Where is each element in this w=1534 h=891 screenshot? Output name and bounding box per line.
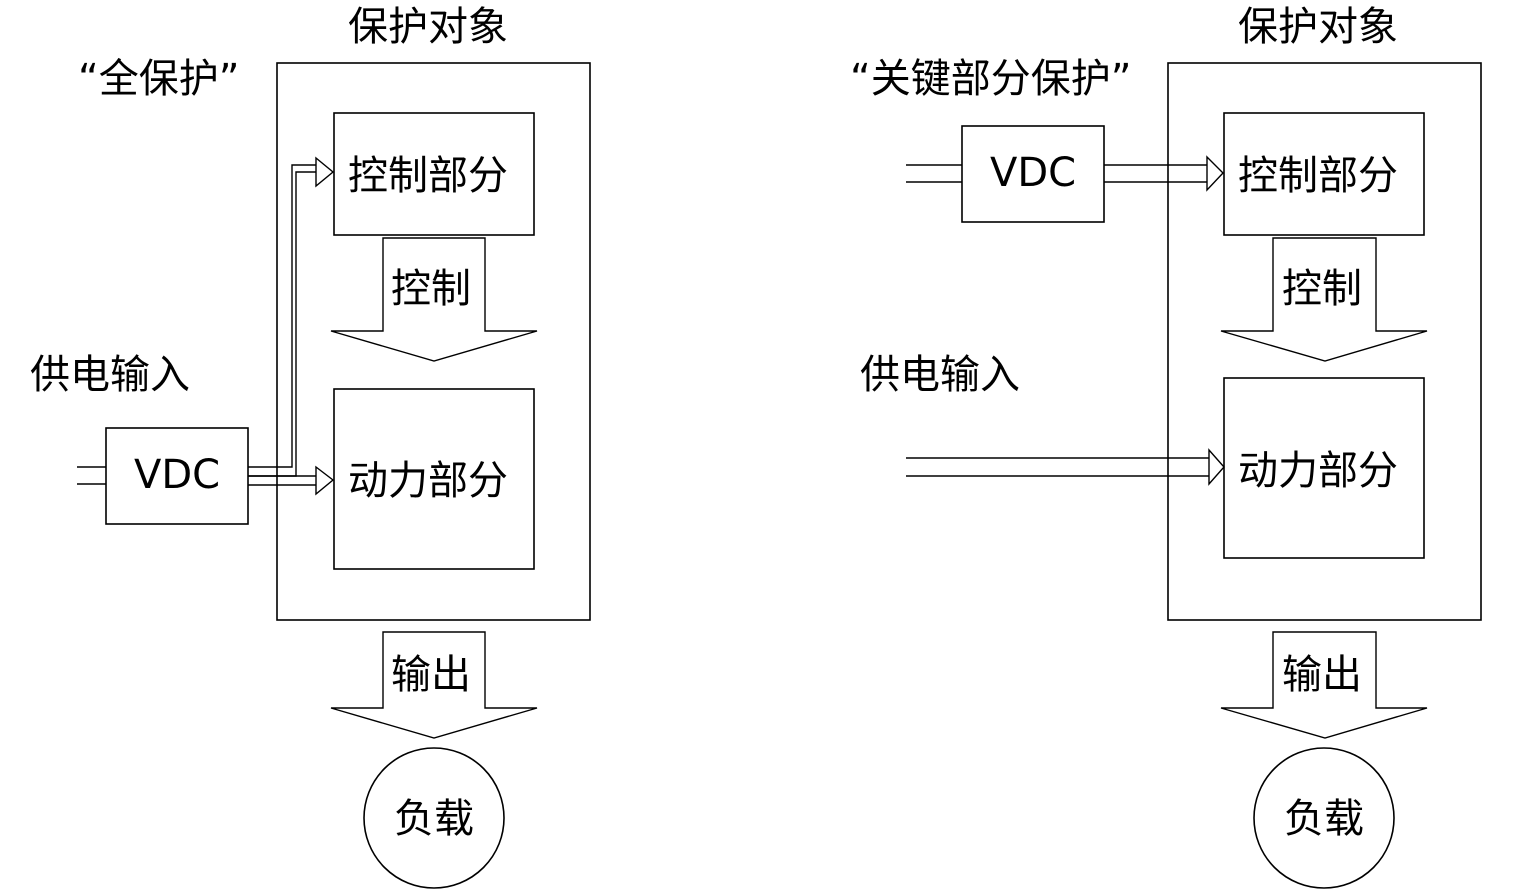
left-control-arrow-label: 控制 [391, 266, 471, 312]
right-feed-control-arrowhead [1206, 155, 1224, 192]
left-output-arrow [330, 631, 538, 739]
left-power-part-label: 动力部分 [348, 458, 508, 504]
left-mode-label: “全保护” [78, 56, 239, 102]
right-power-part-label: 动力部分 [1238, 448, 1398, 494]
right-output-arrow [1220, 631, 1428, 739]
right-control-arrow-label: 控制 [1282, 266, 1362, 312]
left-feed-control-outer [248, 164, 316, 468]
right-load-circle [1253, 747, 1395, 889]
left-vdc-box [105, 427, 249, 525]
left-control-part-label: 控制部分 [348, 153, 508, 199]
right-protected-object-label: 保护对象 [1238, 4, 1398, 50]
left-control-part-box [333, 112, 535, 236]
left-power-part-box [333, 388, 535, 570]
left-feed-control-arrowhead [315, 156, 335, 188]
right-vdc-box [961, 125, 1105, 223]
left-load-circle [363, 747, 505, 889]
left-feed-power-arrowhead [315, 465, 335, 496]
right-panel-key-protection: “关键部分保护” 保护对象 控制部分 控制 动力部分 VDC 供电输入 输出 负… [850, 4, 1482, 889]
left-power-input-label: 供电输入 [30, 352, 190, 398]
right-load-label: 负载 [1284, 796, 1364, 842]
right-control-part-box [1223, 112, 1425, 236]
left-output-arrow-label: 输出 [391, 652, 471, 698]
right-power-input-label: 供电输入 [860, 352, 1020, 398]
right-power-part-box [1223, 377, 1425, 559]
right-output-arrow-label: 输出 [1282, 652, 1362, 698]
right-feed-power-arrowhead [1208, 448, 1225, 486]
left-vdc-label: VDC [134, 452, 220, 498]
right-vdc-label: VDC [990, 150, 1076, 196]
right-mode-label: “关键部分保护” [850, 56, 1131, 102]
right-control-part-label: 控制部分 [1238, 153, 1398, 199]
left-load-label: 负载 [394, 796, 474, 842]
left-protected-object-label: 保护对象 [348, 4, 508, 50]
right-control-arrow [1220, 237, 1428, 362]
left-control-arrow [330, 237, 538, 362]
left-panel-full-protection: “全保护” 保护对象 控制部分 控制 动力部分 供电输入 VDC 输出 负载 [30, 4, 591, 889]
